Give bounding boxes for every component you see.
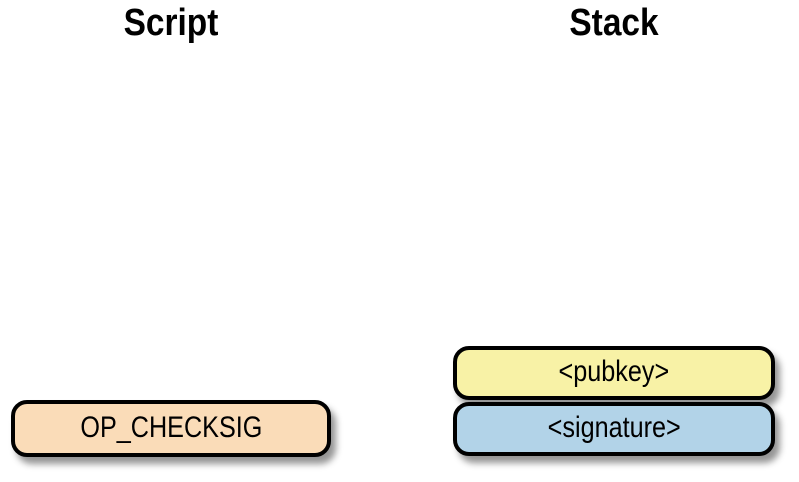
stack-item-signature-box: <signature> bbox=[453, 402, 775, 456]
script-column-title: Script bbox=[123, 2, 219, 44]
stack-column-title: Stack bbox=[569, 2, 659, 44]
stack-item-signature-label: <signature> bbox=[547, 411, 681, 444]
stack-item-pubkey-label: <pubkey> bbox=[558, 355, 670, 388]
script-item-op-checksig-box: OP_CHECKSIG bbox=[11, 400, 331, 457]
stack-item-pubkey-box: <pubkey> bbox=[453, 346, 775, 400]
script-item-op-checksig-label: OP_CHECKSIG bbox=[79, 410, 263, 444]
